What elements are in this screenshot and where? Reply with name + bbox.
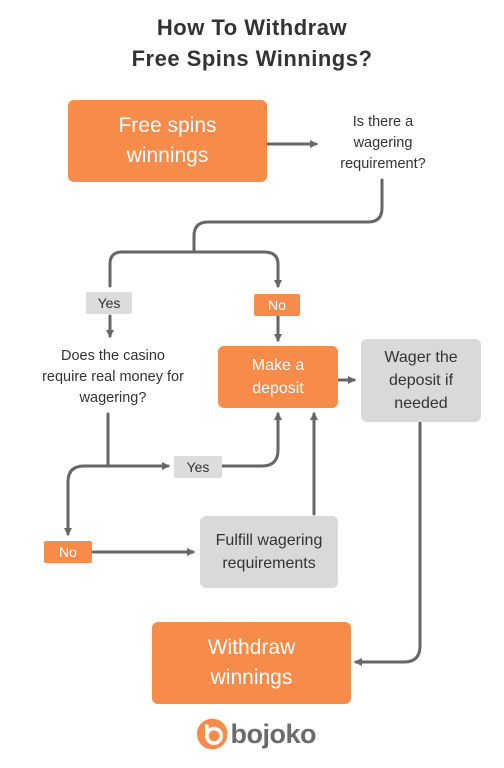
bojoko-logo-icon	[196, 718, 228, 750]
node-free-spins-winnings: Free spins winnings	[68, 100, 267, 182]
arrow-casino-q-to-yes	[106, 412, 170, 470]
casino-q-line-3: wagering?	[79, 390, 147, 406]
label-yes-middle: Yes	[174, 456, 222, 478]
label-no-top: No	[254, 294, 300, 316]
casino-q-line-2: require real money for	[42, 369, 184, 385]
title-line-2: Free Spins Winnings?	[131, 46, 373, 71]
fulfill-line-2: requirements	[222, 555, 316, 572]
make-deposit-line-1: Make a	[251, 357, 305, 374]
page-title: How To Withdraw Free Spins Winnings?	[0, 12, 504, 74]
arrow-question-branch	[108, 178, 384, 286]
node-make-deposit: Make a deposit	[218, 346, 338, 408]
arrow-casino-q-to-no	[64, 464, 110, 536]
node-casino-question: Does the casino require real money for w…	[30, 346, 196, 409]
withdraw-line-1: Withdraw	[207, 636, 296, 659]
node-free-spins-line-1: Free spins	[118, 114, 217, 137]
bojoko-logo-text: bojoko	[230, 719, 317, 749]
node-fulfill-wagering: Fulfill wagering requirements	[200, 516, 338, 588]
wagering-q-line-3: requirement?	[340, 156, 426, 172]
wager-deposit-line-3: needed	[394, 395, 448, 412]
arrow-wager-to-withdraw	[354, 420, 422, 666]
bojoko-logo: bojoko	[196, 712, 316, 756]
make-deposit-line-2: deposit	[252, 380, 304, 397]
fulfill-line-1: Fulfill wagering	[215, 532, 323, 549]
node-free-spins-line-2: winnings	[126, 144, 209, 167]
casino-q-line-1: Does the casino	[61, 348, 165, 364]
label-no-bottom: No	[44, 541, 92, 563]
wagering-q-line-2: wagering	[353, 135, 413, 151]
withdraw-line-2: winnings	[210, 666, 293, 689]
node-wager-deposit: Wager the deposit if needed	[361, 339, 481, 422]
label-yes-top: Yes	[86, 292, 132, 314]
arrow-yes-to-deposit	[220, 412, 282, 468]
node-wagering-question: Is there a wagering requirement?	[318, 112, 448, 175]
wagering-q-line-1: Is there a	[352, 114, 414, 130]
node-withdraw-winnings: Withdraw winnings	[152, 622, 351, 704]
wager-deposit-line-1: Wager the	[384, 349, 458, 366]
title-line-1: How To Withdraw	[156, 15, 348, 40]
wager-deposit-line-2: deposit if	[388, 372, 454, 389]
